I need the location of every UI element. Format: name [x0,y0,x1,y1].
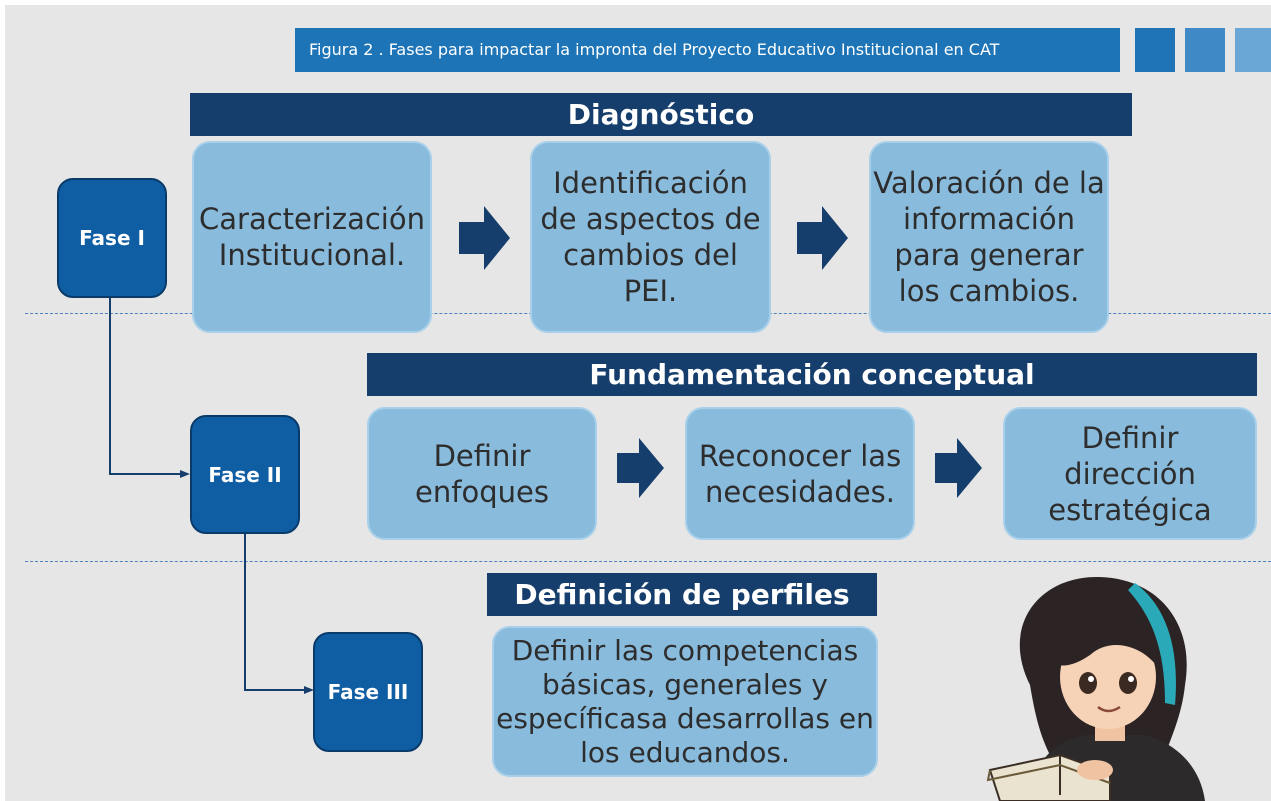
decor-square-1 [1135,28,1175,72]
step-arrow-icon [797,206,848,270]
connector-fase2-fase3 [244,534,304,691]
phase-1-title: Diagnóstico [190,93,1132,136]
phase-3-badge: Fase III [313,632,423,752]
girl-reading-illustration [986,576,1205,801]
phase-1-badge: Fase I [57,178,167,298]
phase-1-step-3: Valoración de la información para genera… [869,141,1109,333]
phase-1-step-2: Identificación de aspectos de cambios de… [530,141,771,333]
phase-1-step-1: Caracterización Institucional. [192,141,432,333]
figure-caption: Figura 2 . Fases para impactar la impron… [295,28,1120,72]
phase-3-step-1: Definir las competencias básicas, genera… [492,626,878,777]
connector-arrowhead-fase2 [180,470,190,478]
decor-square-2 [1185,28,1225,72]
decor-square-3 [1235,28,1271,72]
step-arrow-icon [935,438,982,498]
connector-fase1-fase2 [109,298,180,475]
phase-2-title: Fundamentación conceptual [367,353,1257,396]
phase-divider-2 [25,561,1271,562]
step-arrow-icon [459,206,510,270]
connector-arrowhead-fase3 [304,686,314,694]
phase-3-title: Definición de perfiles [487,573,877,616]
phase-2-badge: Fase II [190,415,300,534]
phase-2-step-3: Definir dirección estratégica [1003,407,1257,540]
phase-2-step-1: Definir enfoques [367,407,597,540]
step-arrow-icon [617,438,664,498]
phase-2-step-2: Reconocer las necesidades. [685,407,915,540]
